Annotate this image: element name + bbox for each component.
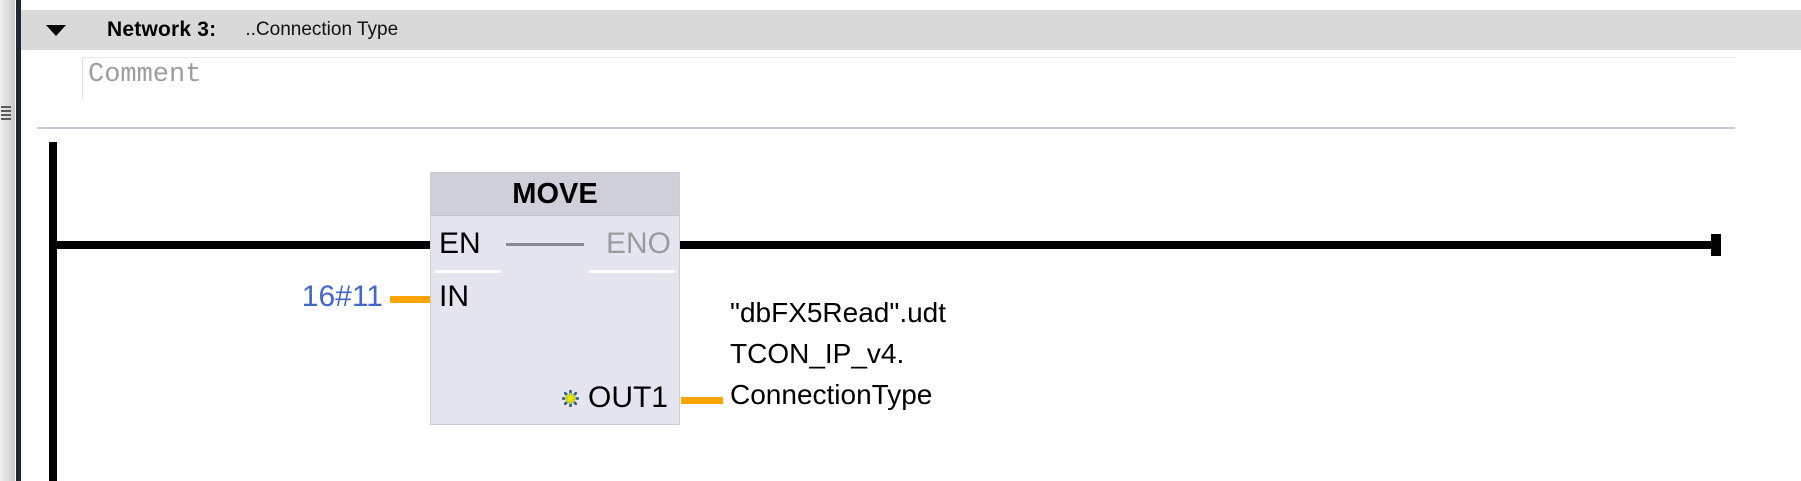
pin-eno[interactable]: ENO: [605, 227, 671, 260]
rung-wire-right: [680, 241, 1716, 249]
pin-out1[interactable]: OUT1: [587, 381, 668, 414]
collapse-triangle-icon[interactable]: [46, 24, 66, 36]
pin-en[interactable]: EN: [439, 227, 481, 260]
out-operand-line: TCON_IP_v4.: [730, 338, 905, 369]
in-operand-value[interactable]: 16#11: [301, 280, 383, 313]
en-eno-connector-line: [506, 243, 584, 246]
rung-end-cap: [1711, 234, 1721, 256]
left-dock-splitter[interactable]: [0, 0, 16, 481]
out-operand-line: "dbFX5Read".udt: [730, 297, 947, 328]
in-operand-wire: [390, 296, 430, 303]
network-title: Network 3:: [107, 18, 217, 41]
rung-wire-left: [49, 241, 430, 249]
pin-row-highlight-right: [589, 270, 675, 273]
comment-placeholder: Comment: [88, 60, 202, 90]
out-operand-line: ConnectionType: [730, 379, 933, 410]
pin-row-highlight-left: [435, 270, 501, 273]
editor-left-border: [16, 0, 21, 481]
out-operand-value[interactable]: "dbFX5Read".udt TCON_IP_v4. ConnectionTy…: [730, 292, 946, 415]
grip-icon[interactable]: [1, 106, 11, 120]
power-rail: [49, 142, 57, 481]
new-value-asterisk-icon: [561, 389, 579, 407]
network-comment-input[interactable]: Comment: [82, 57, 1737, 99]
comment-ladder-separator: [37, 127, 1735, 129]
out1-pin-row[interactable]: OUT1: [561, 378, 668, 418]
out-operand-wire: [681, 397, 723, 404]
network-subtitle: ..Connection Type: [245, 19, 399, 40]
move-block-title[interactable]: MOVE: [431, 173, 679, 216]
network-header[interactable]: Network 3: ..Connection Type: [21, 10, 1801, 50]
pin-in[interactable]: IN: [439, 280, 469, 313]
move-instruction-block[interactable]: MOVE EN ENO IN: [430, 172, 680, 425]
